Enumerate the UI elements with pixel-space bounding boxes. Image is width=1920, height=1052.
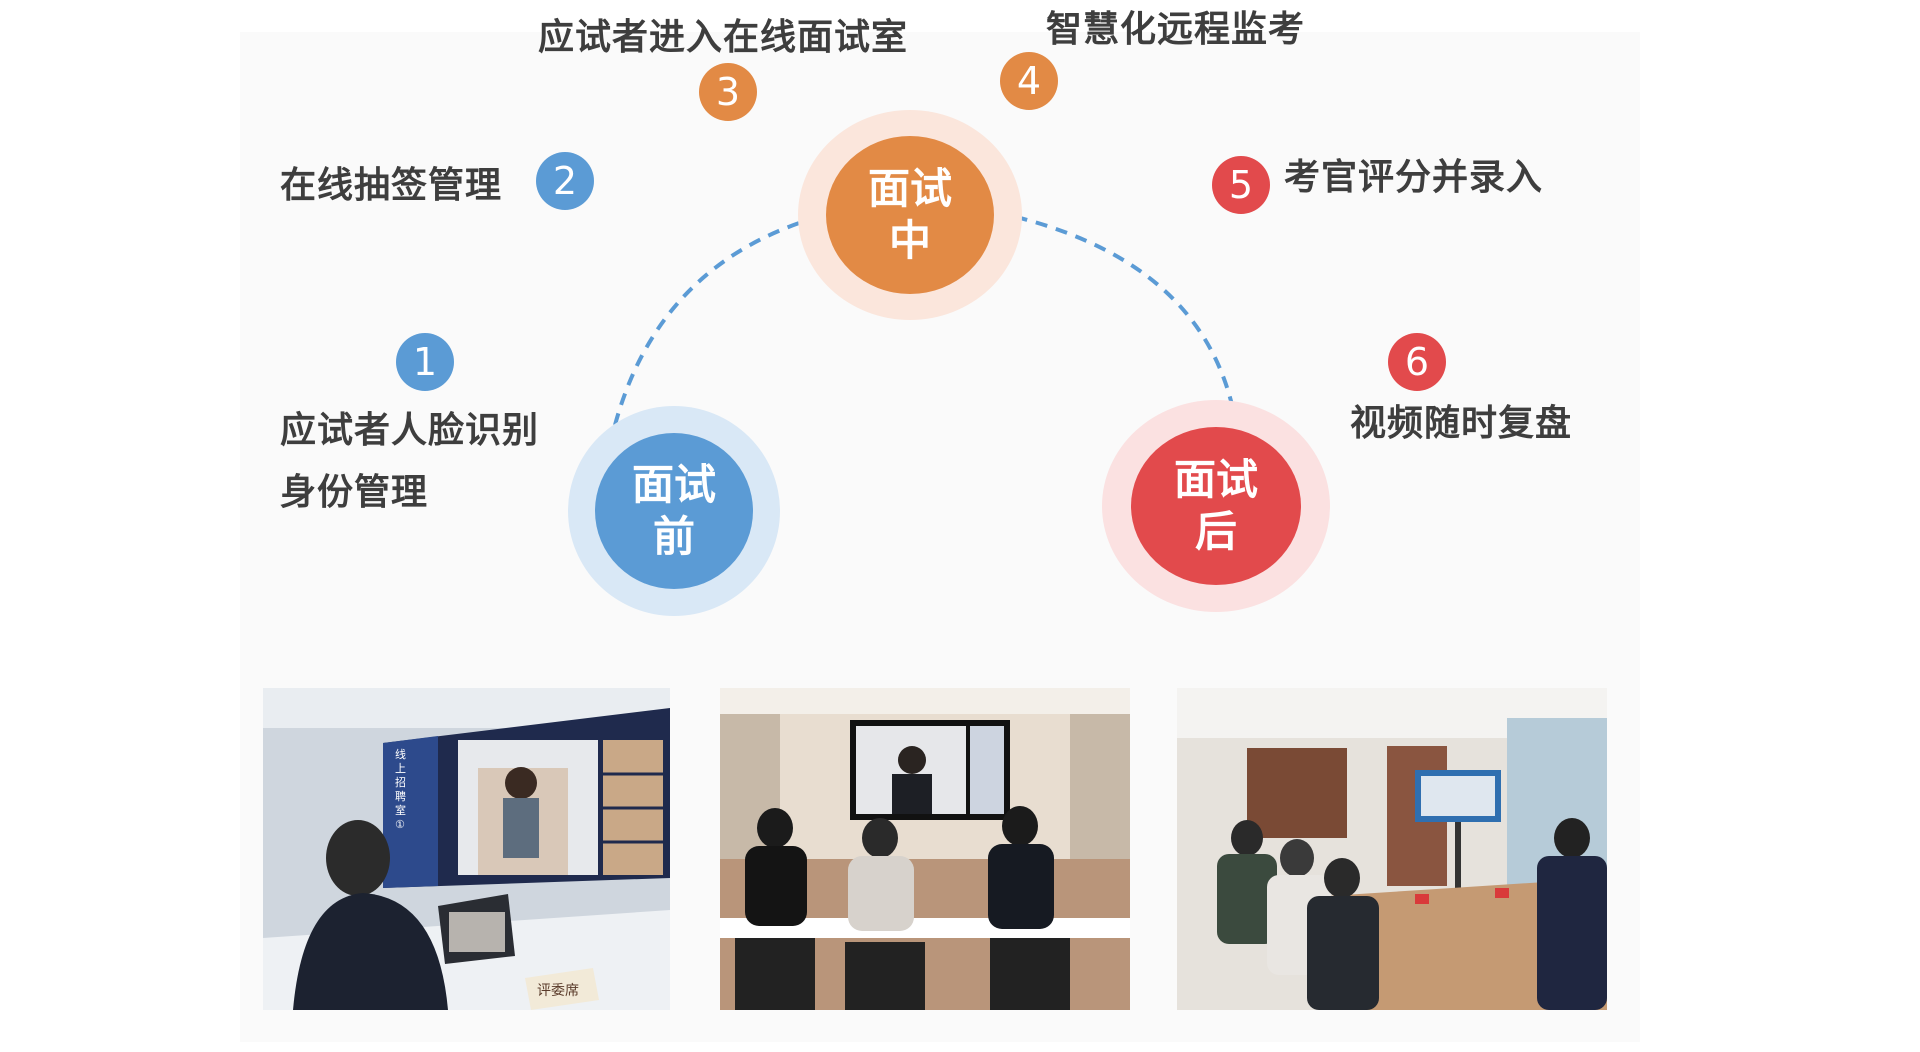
phase-after-line1: 面试 (1173, 454, 1258, 504)
step-5-label: 考官评分并录入 (1284, 157, 1544, 198)
step-1-label-line1: 应试者人脸识别 (280, 410, 540, 451)
photo-2-image (720, 688, 1130, 1010)
step-3-label: 应试者进入在线面试室 (538, 17, 909, 58)
phase-before-line2: 前 (652, 512, 695, 561)
arc-during-to-after (994, 210, 1234, 406)
phase-during-halo: 面试中 (798, 110, 1022, 320)
photo-video-wall-room: 线上招聘室① 评委席 (263, 688, 670, 1010)
arc-before-to-during (613, 213, 826, 426)
step-1-badge: 1 (396, 333, 454, 391)
phase-after-line2: 后 (1194, 507, 1237, 556)
phase-during-line1: 面试 (867, 163, 952, 213)
phase-during: 面试中 (826, 136, 994, 294)
phase-after-halo: 面试后 (1102, 400, 1330, 612)
step-5-badge: 5 (1212, 156, 1270, 214)
step-1-label-line2: 身份管理 (280, 472, 429, 513)
step-1-label: 应试者人脸识别 身份管理 (280, 400, 539, 524)
photo-1-wall-text: 线上招聘室① (395, 748, 406, 831)
photo-1-image (263, 688, 670, 1010)
phase-during-line2: 中 (888, 216, 931, 265)
step-4-label: 智慧化远程监考 (1046, 9, 1306, 50)
photo-3-image (1177, 688, 1607, 1010)
phase-before: 面试前 (595, 433, 753, 589)
photo-1-desk-sign: 评委席 (537, 983, 579, 999)
step-4-badge: 4 (1000, 52, 1058, 110)
step-2-badge: 2 (536, 152, 594, 210)
step-3-badge: 3 (699, 63, 757, 121)
phase-after: 面试后 (1131, 427, 1301, 585)
photo-meeting-room (1177, 688, 1607, 1010)
step-6-badge: 6 (1388, 333, 1446, 391)
step-2-label: 在线抽签管理 (280, 165, 503, 206)
phase-before-line1: 面试 (631, 459, 716, 509)
photo-examiners-panel (720, 688, 1130, 1010)
phase-before-halo: 面试前 (568, 406, 780, 616)
step-6-label: 视频随时复盘 (1350, 403, 1573, 444)
